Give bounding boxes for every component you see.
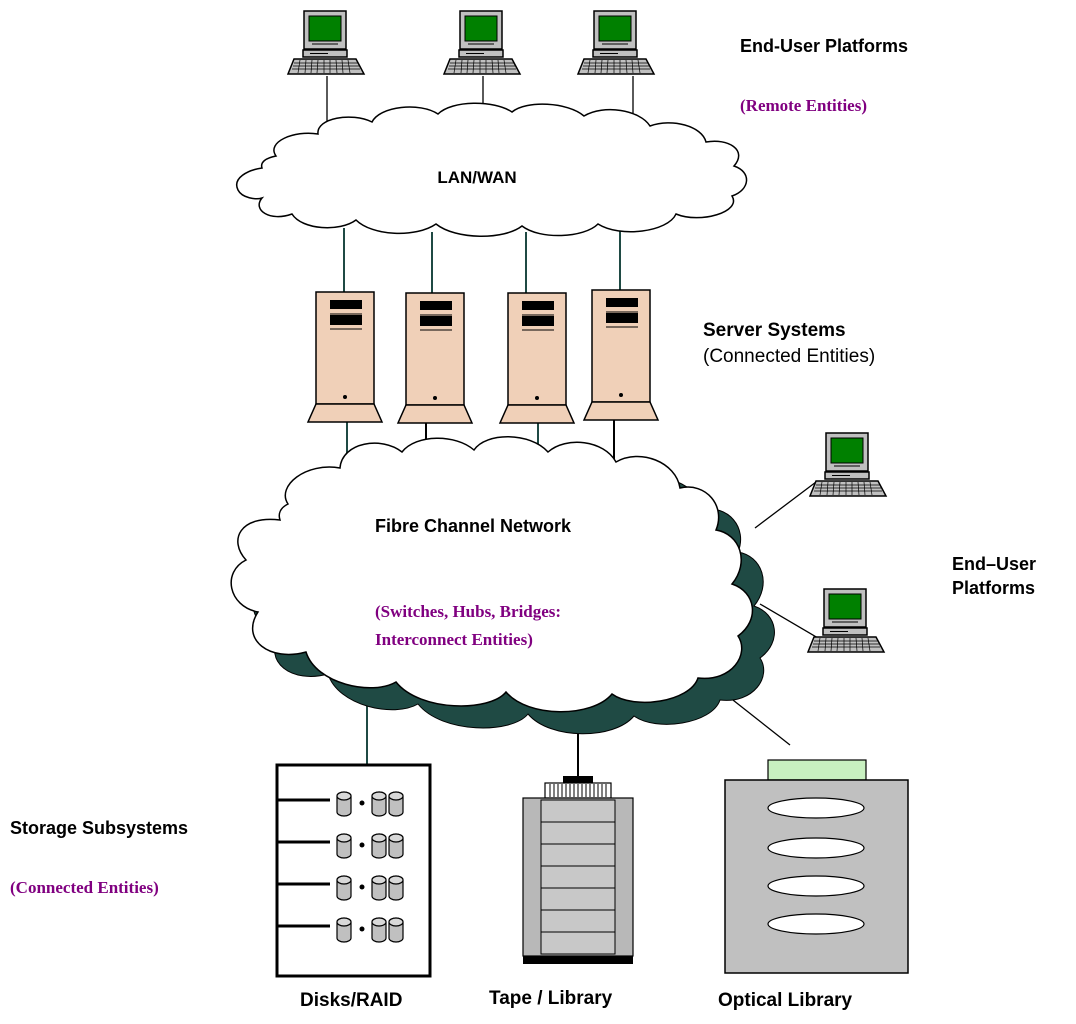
disk-row [277, 791, 404, 817]
lan-wan-label: LAN/WAN [437, 168, 516, 187]
disk-cylinder-icon [336, 833, 352, 859]
connected-entities-servers-label: (Connected Entities) [703, 346, 876, 367]
server-systems-label: Server Systems [703, 320, 846, 341]
disk-cylinder-icon [371, 917, 387, 943]
desktop-computer-icon [443, 10, 521, 75]
optical-disc-icon [767, 797, 865, 819]
optical-disc-icon [767, 875, 865, 897]
optical-disc-icon [767, 913, 865, 935]
disk-row [277, 833, 404, 859]
interconnect-label-line1: (Switches, Hubs, Bridges: [375, 602, 562, 621]
tower-server-icon [307, 291, 383, 423]
desktop-computer-icon [287, 10, 365, 75]
cloud-network-icon: LAN/WAN [235, 102, 748, 237]
end-user-platforms-right-label-line1: End–User [952, 554, 1037, 574]
disk-cylinder-icon [336, 791, 352, 817]
disk-cylinder-icon [371, 791, 387, 817]
disk-cylinder-icon [336, 875, 352, 901]
disk-cylinder-icon [388, 875, 404, 901]
optical-library-label: Optical Library [718, 990, 853, 1011]
tower-server-icon [397, 292, 473, 424]
remote-entities-label: (Remote Entities) [740, 96, 867, 115]
disk-cylinder-icon [371, 875, 387, 901]
disk-cylinder-icon [371, 833, 387, 859]
tape-library-icon [522, 776, 634, 964]
link-fc-pc5 [759, 603, 819, 639]
optical-library-icon [724, 759, 909, 974]
interconnect-label-line2: Interconnect Entities) [375, 630, 533, 649]
desktop-computer-icon [577, 10, 655, 75]
optical-disc-icon [767, 837, 865, 859]
link-fc-pc4 [754, 481, 817, 529]
connected-entities-storage-label: (Connected Entities) [10, 878, 159, 897]
disk-cylinder-icon [388, 833, 404, 859]
disk-row [277, 917, 404, 943]
disk-cylinder-icon [388, 791, 404, 817]
fibre-channel-label: Fibre Channel Network [375, 516, 572, 536]
desktop-computer-icon [809, 432, 887, 497]
tower-server-icon [583, 289, 659, 421]
tower-server-icon [499, 292, 575, 424]
end-user-platforms-top-label: End-User Platforms [740, 36, 909, 56]
tape-library-label: Tape / Library [489, 988, 613, 1009]
desktop-computer-icon [807, 588, 885, 653]
end-user-platforms-right-label-line2: Platforms [952, 578, 1036, 598]
disk-cylinder-icon [388, 917, 404, 943]
disk-array-icon [275, 763, 432, 978]
disks-raid-label: Disks/RAID [300, 990, 403, 1011]
fibre-channel-cloud [230, 436, 775, 735]
disk-row [277, 875, 404, 901]
storage-subsystems-label: Storage Subsystems [10, 818, 189, 838]
disk-cylinder-icon [336, 917, 352, 943]
